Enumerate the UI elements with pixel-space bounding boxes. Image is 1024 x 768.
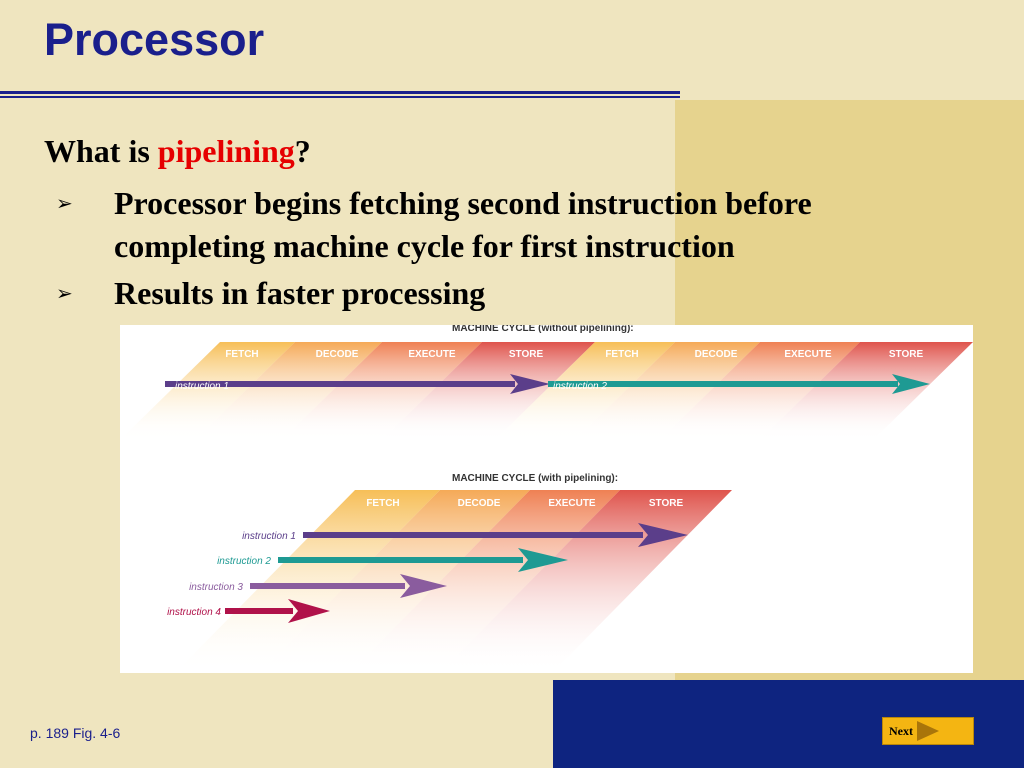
question-suffix: ? [294, 133, 311, 169]
instruction-label: instruction 3 [189, 582, 243, 593]
question-prefix: What is [44, 133, 158, 169]
question-heading: What is pipelining? [44, 133, 311, 170]
question-highlight: pipelining [157, 133, 295, 169]
instruction-arrow-1-head [638, 523, 688, 547]
instruction-label: instruction 1 [175, 381, 229, 392]
bullet-text: Results in faster processing [114, 275, 486, 311]
instruction-arrow-3-head [400, 574, 447, 598]
stage-label: DECODE [316, 349, 359, 360]
bottom-stage-bands [175, 490, 732, 673]
stage-label: EXECUTE [784, 349, 832, 360]
instruction-label: instruction 4 [167, 607, 221, 618]
instruction-arrow-4-head [288, 599, 330, 623]
stage-band-store [382, 342, 595, 440]
stage-label: FETCH [605, 349, 638, 360]
pipelining-figure: MACHINE CYCLE (without pipelining): FETC… [120, 325, 973, 673]
stage-band-execute [660, 342, 860, 440]
instruction-arrow-3 [250, 583, 405, 589]
stage-band-decode [195, 342, 382, 440]
title-rule [0, 91, 680, 94]
bullet-text: Processor begins fetching second instruc… [114, 185, 812, 264]
instruction-arrow-2 [548, 381, 898, 387]
top-stage-bands [120, 342, 973, 440]
instruction-arrow-1-head [510, 374, 550, 394]
stage-label: FETCH [366, 498, 399, 509]
instruction-arrow-2-head [892, 374, 930, 394]
instruction-label: instruction 2 [553, 381, 607, 392]
instruction-label: instruction 1 [242, 531, 296, 542]
stage-label: FETCH [225, 349, 258, 360]
instruction-arrow-1 [303, 532, 643, 538]
machine-cycle-diagram: MACHINE CYCLE (without pipelining): FETC… [120, 325, 973, 673]
stage-label: STORE [889, 349, 924, 360]
stage-label: EXECUTE [548, 498, 596, 509]
instruction-arrow-1 [165, 381, 515, 387]
title-rule-thin [0, 96, 680, 98]
bottom-diagram-title: MACHINE CYCLE (with pipelining): [452, 473, 618, 484]
next-button[interactable]: Next [882, 717, 974, 745]
next-button-label: Next [889, 724, 913, 738]
instruction-arrow-2-head [518, 548, 568, 572]
stage-band-fetch [495, 342, 675, 440]
stage-band-execute [282, 342, 482, 440]
stage-band-decode [575, 342, 760, 440]
next-arrow-icon [917, 721, 939, 741]
figure-caption: p. 189 Fig. 4-6 [30, 725, 121, 741]
slide-title: Processor [44, 14, 265, 65]
stage-band-fetch [120, 342, 295, 440]
arrowhead-bullet-icon: ➢ [56, 191, 73, 215]
instruction-label: instruction 2 [217, 556, 271, 567]
top-diagram-title: MACHINE CYCLE (without pipelining): [452, 325, 634, 334]
stage-label: DECODE [695, 349, 738, 360]
stage-label: STORE [509, 349, 544, 360]
arrowhead-bullet-icon: ➢ [56, 281, 73, 305]
stage-label: STORE [649, 498, 684, 509]
instruction-arrow-2 [278, 557, 523, 563]
stage-label: DECODE [458, 498, 501, 509]
stage-label: EXECUTE [408, 349, 456, 360]
instruction-arrow-4 [225, 608, 293, 614]
stage-band-store [760, 342, 973, 440]
